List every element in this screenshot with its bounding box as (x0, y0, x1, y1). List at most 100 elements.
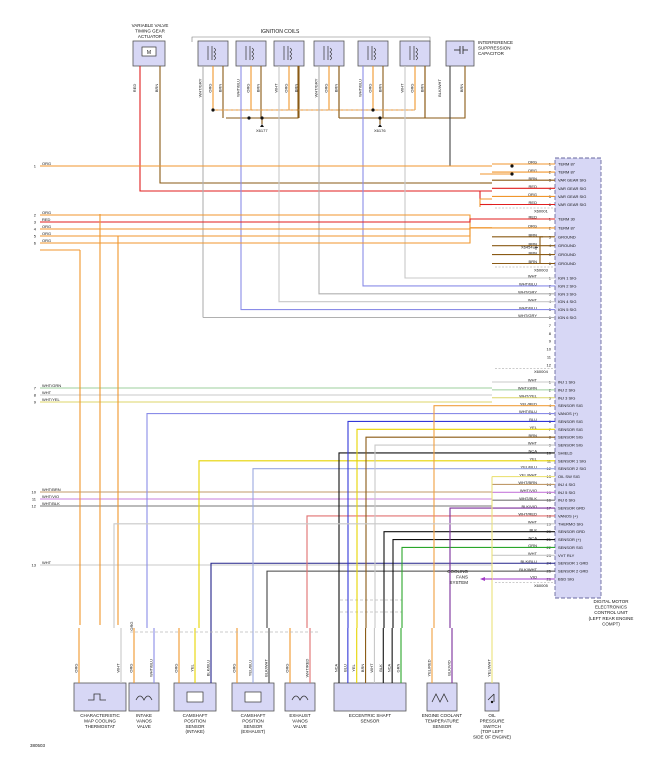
left-line-number: 11 (32, 497, 37, 502)
component-wire-label: WHT (369, 663, 374, 673)
component-label: ENGINE COOLANT (422, 713, 463, 718)
component-label: (INTAKE) (186, 729, 205, 734)
pin-signal: VAR GEAR SIG (558, 186, 586, 191)
pin-wire-color: WHT/YEL (519, 393, 538, 398)
splice-label-right: X6176 (374, 128, 386, 133)
component-label: VALVE (137, 724, 151, 729)
component-wire-label: BLK/WHT (264, 659, 269, 677)
pin-signal: SENSOR SIG (558, 427, 583, 432)
component-wire-label: ORG (174, 663, 179, 672)
pin-wire-color: YEL/BLU (521, 464, 538, 469)
ignition-coil-box (273, 40, 305, 67)
ground-symbol (533, 245, 538, 250)
component-label: SENSOR (243, 724, 263, 729)
component-label: PRESSURE (480, 718, 505, 723)
coil-wire-label: BRN (420, 84, 425, 93)
left-line-wire: WHT/VIO (42, 494, 59, 499)
pin-signal: INJ 3 SIG (558, 395, 575, 400)
capacitor-wire (449, 66, 492, 167)
pin-signal: VAR GEAR SIG (558, 178, 586, 183)
pin-signal: SENSOR 1 SIG (558, 458, 586, 463)
capacitor-label-line: SUPPRESSION (478, 46, 511, 51)
pin-signal: TERM 87 (558, 170, 576, 175)
vanos-actuator-label-line: TIMING GEAR (135, 29, 166, 34)
ecu-label-line: DIGITAL MOTOR (594, 599, 630, 604)
pin-wire-color: BLU (529, 417, 537, 422)
coil-symbol (323, 46, 332, 61)
pin-wire-color: WHT/BLU (519, 282, 537, 287)
switch-contact (490, 700, 494, 704)
pin-signal: SHIELD (558, 450, 573, 455)
pin-wire-color: WHT/RED (518, 512, 537, 517)
left-wire (40, 227, 492, 230)
component-label: OIL (488, 713, 496, 718)
left-line-number: 10 (32, 490, 37, 495)
pin-signal: GROUND (558, 243, 576, 248)
pin-wire-color: BLK/WHT (519, 567, 537, 572)
component-wire-label: YEL (351, 663, 356, 671)
vanos-actuator-label-line: VARIABLE VALVE (132, 23, 169, 28)
pin-wire-color: ORG (528, 160, 537, 165)
connector-label: X60001 (534, 209, 549, 214)
vanos-actuator-label-line: ACTUATOR (138, 34, 163, 39)
component-wire-label: ORG (232, 663, 237, 672)
pin-wire-color: BRN (529, 241, 538, 246)
left-line-number: 1 (34, 164, 37, 169)
component-return-wire (210, 562, 492, 628)
pin-signal: IGN 4 SIG (558, 299, 576, 304)
component-wire-label: YEL/RED (427, 659, 432, 676)
component-wire-label: ORG (74, 663, 79, 672)
pin-wire-color: WHT (528, 551, 538, 556)
coil-wire-label: ORG (208, 83, 213, 92)
capacitor-wire-label: BLK/WHT (437, 79, 442, 97)
pin-signal: IGN 6 SIG (558, 315, 576, 320)
left-line-wire: ORG (42, 224, 51, 229)
pin-wire-color: WHT/GRY (518, 313, 537, 318)
pin-wire-color: WHT/BRN (518, 480, 537, 485)
coil-wire-label: ORG (410, 83, 415, 92)
pin-number: 10 (547, 347, 552, 352)
left-line-wire: WHT/BRN (42, 487, 61, 492)
component-wire-label: NCA (387, 663, 392, 672)
var-gear-wire (479, 198, 492, 207)
valve-coil-symbol (135, 695, 153, 701)
pin-signal: SENSOR GRD (558, 529, 585, 534)
component-label: CAMSHAFT (183, 713, 208, 718)
pin-signal: TERM 30 (558, 217, 576, 222)
pin-number: 12 (547, 362, 552, 367)
bottom-splice-label: ORG (129, 621, 134, 630)
left-line-wire: WHT (42, 560, 52, 565)
pin-signal: SENSOR SIG (558, 403, 583, 408)
pin-wire-color: WHT (528, 297, 538, 302)
pin-signal: IGN 2 SIG (558, 283, 576, 288)
pin-wire-color: BRN (529, 259, 538, 264)
pin-signal: OIL SW SIG (558, 474, 580, 479)
component-wire-label: YEL (190, 663, 195, 671)
pin-wire-color: RED (529, 200, 538, 205)
splice-dot (510, 172, 514, 176)
ecu-body (554, 157, 602, 599)
component-wire-label: GRN (396, 663, 401, 672)
arrow-icon (480, 577, 485, 581)
component-label: POSITION (242, 718, 264, 723)
coil-symbol (367, 46, 376, 61)
valve-coil-symbol (291, 695, 309, 701)
connector-label: X60004 (534, 369, 549, 374)
pin-signal: TERM 87 (558, 162, 576, 167)
left-line-wire: ORG (42, 231, 51, 236)
ecu-label-line: ELECTRONICS (595, 605, 627, 610)
component-return-wire (347, 420, 492, 628)
ecu-label-line: CONTROL UNIT (594, 610, 628, 615)
bottom-component-box (333, 682, 407, 712)
ecu-label-line: (LEFT REAR ENGINE (589, 616, 634, 621)
component-return-wire (198, 460, 492, 628)
ecu-label-line: COMPT) (602, 621, 620, 626)
capacitor-label-line: CAPACITOR (478, 51, 505, 56)
pin-signal: INJ 2 SIG (558, 387, 575, 392)
component-return-wire (146, 412, 492, 628)
pin-signal: SENSOR (+) (558, 537, 582, 542)
left-line-number: 3 (34, 220, 37, 225)
pin-wire-color: NCA (529, 449, 538, 454)
pin-signal: SENSOR 1 GRD (558, 561, 588, 566)
